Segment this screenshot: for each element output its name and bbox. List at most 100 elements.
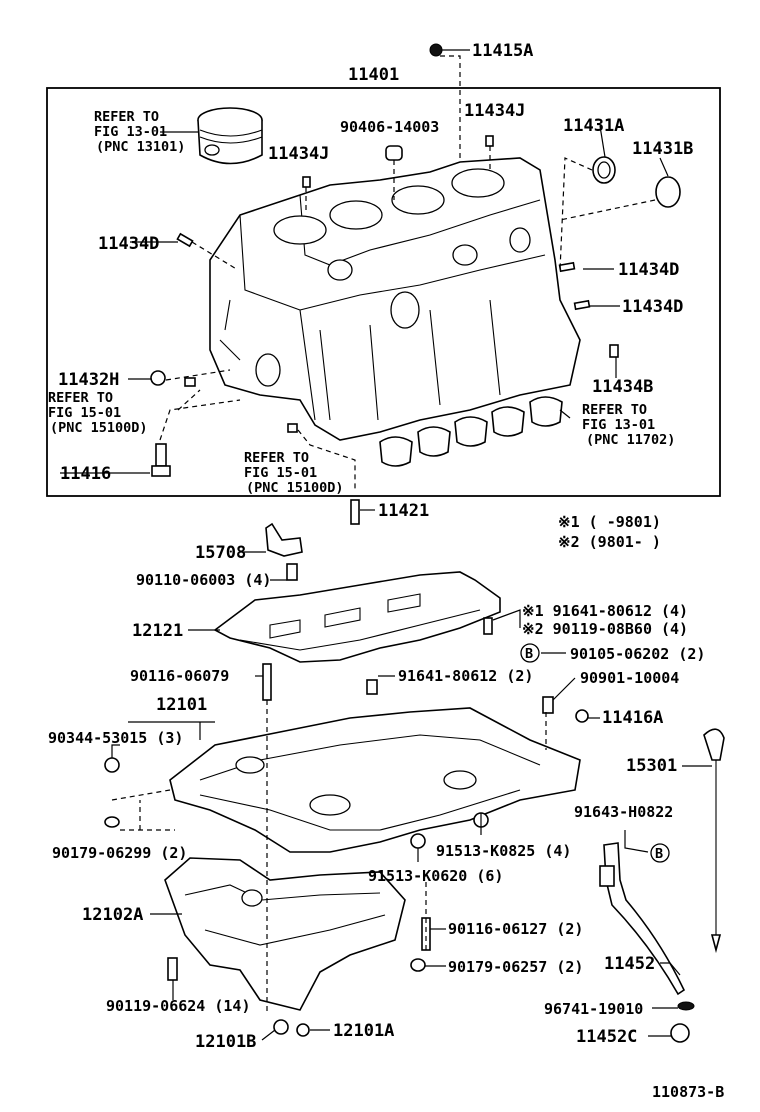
part-label: 11421 bbox=[378, 501, 429, 521]
leader-line bbox=[659, 157, 669, 177]
part-label: 91641-80612 (2) bbox=[398, 667, 533, 685]
refer-label: (PNC 13101) bbox=[96, 139, 185, 155]
figure-id: 110873-B bbox=[652, 1083, 724, 1101]
part-label: 11434D bbox=[618, 260, 679, 280]
part-label: 11434J bbox=[268, 144, 329, 164]
refer-label: FIG 15-01 bbox=[244, 465, 317, 481]
part-label: 90110-06003 (4) bbox=[136, 571, 271, 589]
part-label: 11416 bbox=[60, 464, 111, 484]
part-label: 96741-19010 bbox=[544, 1000, 643, 1018]
part-label: ※2 90119-08B60 (4) bbox=[522, 620, 688, 638]
refer-label: (PNC 15100D) bbox=[50, 420, 148, 436]
part-label: 15708 bbox=[195, 543, 246, 563]
cap-11452C-icon bbox=[670, 1023, 690, 1043]
part-label: 90179-06299 (2) bbox=[52, 844, 187, 862]
part-label: 11452 bbox=[604, 954, 655, 974]
bolt-90119a-icon bbox=[167, 957, 178, 981]
part-label: 12101B bbox=[195, 1032, 256, 1052]
stud-90116-icon bbox=[262, 663, 272, 701]
part-label: 11434D bbox=[622, 297, 683, 317]
part-label: 12101 bbox=[156, 695, 207, 715]
part-label: 11432H bbox=[58, 370, 119, 390]
dash-line bbox=[559, 157, 593, 271]
dash-line bbox=[159, 399, 241, 441]
refer-label: REFER TO bbox=[48, 390, 113, 406]
part-label: 90179-06257 (2) bbox=[448, 958, 583, 976]
plug-11415A-icon bbox=[429, 43, 443, 57]
stud-11421-icon bbox=[350, 499, 360, 525]
leader-line bbox=[261, 1029, 276, 1041]
part-label: 90116-06127 (2) bbox=[448, 920, 583, 938]
oil-pan-12101[interactable] bbox=[169, 707, 581, 853]
part-label: 15301 bbox=[626, 756, 677, 776]
dash-line bbox=[297, 429, 356, 490]
dipstick-guide-11452[interactable] bbox=[599, 842, 686, 996]
part-label: 12121 bbox=[132, 621, 183, 641]
part-label: 11452C bbox=[576, 1027, 637, 1047]
piston-icon bbox=[197, 107, 263, 165]
part-label: 11434D bbox=[98, 234, 159, 254]
part-label: 11434B bbox=[592, 377, 653, 397]
part-label: 11416A bbox=[602, 708, 663, 728]
pin-11434B-icon bbox=[609, 344, 619, 358]
refer-label: (PNC 11702) bbox=[586, 432, 675, 448]
leader-line bbox=[111, 744, 120, 758]
plug-11431B-icon bbox=[655, 176, 681, 208]
drain-plug-12101B-icon bbox=[273, 1019, 310, 1037]
bolt-90119-icon bbox=[366, 617, 554, 714]
part-label: 12102A bbox=[82, 905, 143, 925]
refer-label: FIG 13-01 bbox=[582, 417, 655, 433]
leader-line bbox=[492, 609, 521, 628]
part-label: 90901-10004 bbox=[580, 669, 679, 687]
part-label: 90105-06202 (2) bbox=[570, 645, 705, 663]
plug-11432H-icon bbox=[150, 370, 196, 387]
part-label: 11401 bbox=[348, 65, 399, 85]
leader-line bbox=[599, 125, 606, 158]
refer-label: REFER TO bbox=[582, 402, 647, 418]
note-label: ※1 ( -9801) bbox=[558, 513, 661, 531]
refer-label: (PNC 15100D) bbox=[246, 480, 344, 496]
marker-b-label: B bbox=[655, 846, 663, 862]
part-label: 91513-K0620 (6) bbox=[368, 867, 503, 885]
dash-line bbox=[177, 389, 201, 411]
part-label: 91643-H0822 bbox=[574, 803, 673, 821]
leader-line bbox=[552, 677, 576, 701]
note-label: ※2 (9801- ) bbox=[558, 533, 661, 551]
leader-line bbox=[559, 409, 571, 419]
dipstick-15301[interactable] bbox=[703, 728, 725, 954]
dash-line bbox=[111, 789, 171, 801]
leader-line bbox=[128, 721, 215, 740]
baffle-plate-12121[interactable] bbox=[213, 571, 501, 663]
bracket-15708-icon bbox=[265, 522, 303, 581]
part-label: 11415A bbox=[472, 41, 533, 61]
plug-90344-icon bbox=[104, 757, 120, 773]
refer-label: FIG 15-01 bbox=[48, 405, 121, 421]
refer-label: FIG 13-01 bbox=[94, 124, 167, 140]
refer-label: REFER TO bbox=[244, 450, 309, 466]
lower-oil-pan-12102A[interactable] bbox=[164, 857, 406, 1011]
part-label: 11431A bbox=[563, 116, 624, 136]
block-frame bbox=[46, 87, 721, 497]
plug-11416A-icon bbox=[575, 709, 589, 723]
pin-block-icon bbox=[287, 423, 298, 433]
o-ring-96741-icon bbox=[677, 1001, 695, 1011]
part-label: 90116-06079 bbox=[130, 667, 229, 685]
part-label: 11431B bbox=[632, 139, 693, 159]
part-label: 12101A bbox=[333, 1021, 394, 1041]
part-label: 90119-06624 (14) bbox=[106, 997, 251, 1015]
marker-b-label: B bbox=[525, 646, 533, 662]
leader-line bbox=[624, 830, 649, 853]
seal-11431A-icon bbox=[592, 156, 616, 184]
dash-line bbox=[165, 369, 231, 381]
part-label: ※1 91641-80612 (4) bbox=[522, 602, 688, 620]
cylinder-block-11401[interactable] bbox=[209, 157, 581, 441]
marker-b: B bbox=[650, 843, 670, 863]
part-label: 90406-14003 bbox=[340, 118, 439, 136]
marker-b: B bbox=[520, 643, 540, 663]
main-bearing-icon bbox=[379, 396, 563, 467]
part-label: 11434J bbox=[464, 101, 525, 121]
part-label: 91513-K0825 (4) bbox=[436, 842, 571, 860]
plug-90406-icon bbox=[385, 145, 403, 161]
bolt-11416-icon bbox=[151, 443, 171, 477]
